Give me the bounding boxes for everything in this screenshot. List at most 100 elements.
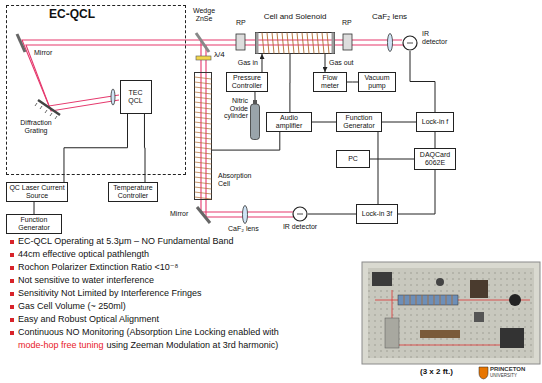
flow-label: Gas out xyxy=(328,59,355,67)
gas-cell-shape xyxy=(255,32,335,54)
bullet-text: Easy and Robust Optical Alignment xyxy=(18,315,159,325)
highlight-text: mode-hop free tuning xyxy=(18,341,104,351)
part-label: Nitric Oxide cylinder xyxy=(219,97,248,120)
process-box: Lock-in f xyxy=(416,112,454,132)
laser-module-box: EC-QCL TEC QCL xyxy=(6,5,186,175)
bullet-text: Rochon Polarizer Extinction Ratio <10⁻⁸ xyxy=(18,263,178,273)
polarizer-symbol xyxy=(236,34,245,50)
box-text: Function Generator xyxy=(8,216,60,231)
polarizer-symbol xyxy=(343,34,352,50)
waveplate-label: λ/4 xyxy=(214,51,225,60)
connector-line xyxy=(64,114,128,183)
box-text: Lock-in f xyxy=(418,118,452,126)
connector-line xyxy=(435,132,436,148)
setup-photo xyxy=(362,262,540,364)
bullet-marker xyxy=(10,240,14,335)
mirror-label: Mirror xyxy=(34,49,52,57)
connector-line xyxy=(377,132,378,204)
polarizer-label: RP xyxy=(236,19,246,27)
process-box: Function Generator xyxy=(336,112,382,132)
process-box: Flow meter xyxy=(313,72,347,92)
connector-line xyxy=(398,170,435,214)
box-text: DAQCard 6062E xyxy=(416,151,454,166)
part-label: IR detector xyxy=(422,30,456,45)
connector-line xyxy=(34,202,35,214)
box-text: Vacuum pump xyxy=(360,74,394,89)
logo-text: UNIVERSITY xyxy=(490,374,517,379)
laser-box: TEC QCL xyxy=(120,80,152,114)
lens-symbol xyxy=(243,206,248,224)
connector-line xyxy=(347,82,358,83)
mirror-symbol xyxy=(17,34,25,52)
wedge-symbol xyxy=(196,33,209,52)
process-box: Vacuum pump xyxy=(358,72,396,92)
process-box: Lock-in 3f xyxy=(356,204,398,224)
box-text: PC xyxy=(338,155,368,163)
detector-shape xyxy=(402,35,418,51)
connector-line xyxy=(289,54,290,112)
detector-shape xyxy=(292,206,308,222)
connector-line xyxy=(144,114,146,183)
logo-text: PRINCETON xyxy=(490,366,525,373)
bullet-text: Not sensitive to water interference xyxy=(18,276,154,286)
bullet-text: 44cm effective optical pathlength xyxy=(18,250,149,260)
box-text: TEC QCL xyxy=(122,89,150,104)
connector-line xyxy=(370,159,414,160)
connector-line xyxy=(254,92,255,100)
absorption-cell-shape xyxy=(194,72,212,200)
box-text: Flow meter xyxy=(315,74,345,89)
box-text: Audio amplifier xyxy=(268,114,310,129)
process-box: Pressure Controller xyxy=(226,72,268,92)
part-label: Absorption Cell xyxy=(218,172,254,187)
process-box: PC xyxy=(336,150,370,168)
connector-line xyxy=(212,132,280,150)
connector-line xyxy=(312,122,336,123)
gas-cylinder: Nitric Oxide cylinder xyxy=(250,100,260,140)
process-box: Temperature Controller xyxy=(108,182,158,202)
lens-symbol xyxy=(388,34,393,52)
lens-label: CaF₂ lens xyxy=(228,225,259,233)
group-title: EC-QCL xyxy=(49,8,95,21)
mirror-label: Mirror xyxy=(170,210,188,218)
polarizer-label: RP xyxy=(342,19,352,27)
process-box: QC Laser Current Source xyxy=(6,182,68,202)
gas-cylinder-shape xyxy=(250,100,260,140)
process-box: Audio amplifier xyxy=(266,112,312,132)
connector-line xyxy=(382,122,416,123)
absorption-cell: Absorption Cell xyxy=(194,72,212,200)
lens-label: CaF₂ lens xyxy=(372,13,407,22)
grating-label: Diffraction Grating xyxy=(14,119,58,134)
box-text: Pressure Controller xyxy=(228,74,266,89)
connector-line xyxy=(325,54,326,72)
connector-line xyxy=(261,54,262,72)
logo-shield xyxy=(479,367,488,379)
flow-label: Gas in xyxy=(237,59,259,67)
size-note: (3 x 2 ft.) xyxy=(420,368,453,377)
waveplate-symbol xyxy=(196,56,211,60)
process-box: DAQCard 6062E xyxy=(414,148,456,170)
part-label: Cell and Solenoid xyxy=(255,13,335,22)
bullet-text: EC-QCL Operating at 5.3μm – NO Fundament… xyxy=(18,237,233,247)
wedge-label: Wedge ZnSe xyxy=(189,7,219,22)
bullet-text: using Zeeman Modulation at 3rd harmonic) xyxy=(107,341,279,351)
bullet-text: Continuous NO Monitoring (Absorption Lin… xyxy=(18,328,279,338)
box-text: Lock-in 3f xyxy=(358,210,396,218)
mirror-symbol xyxy=(197,207,210,223)
bullet-text: Sensitivity Not Limited by Interference … xyxy=(18,289,202,299)
detector: IR detector xyxy=(402,35,418,51)
laser-beam xyxy=(22,40,403,217)
part-label: IR detector xyxy=(280,223,320,231)
box-text: QC Laser Current Source xyxy=(8,184,66,199)
grating-symbol xyxy=(35,100,60,119)
lens-symbol xyxy=(111,89,115,105)
box-text: Temperature Controller xyxy=(110,184,156,199)
detector: IR detector xyxy=(292,206,308,222)
bullet-text: Gas Cell Volume (~ 250ml) xyxy=(18,302,126,312)
process-box: Function Generator xyxy=(6,214,62,234)
gas-cell: Cell and Solenoid xyxy=(255,32,335,54)
connector-line xyxy=(308,214,356,215)
connector-line xyxy=(410,51,435,112)
box-text: Function Generator xyxy=(338,114,380,129)
